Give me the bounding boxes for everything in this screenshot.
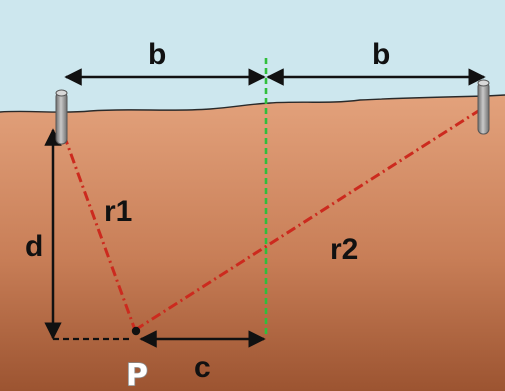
ground-area xyxy=(0,95,505,391)
r2-distance-line xyxy=(134,106,484,332)
d-label: d xyxy=(25,230,43,263)
point-marker-icon xyxy=(131,326,141,336)
ground-surface-line xyxy=(0,94,505,113)
left-electrode-icon xyxy=(55,89,68,145)
c-label: c xyxy=(194,351,211,384)
p-label: P xyxy=(126,358,148,391)
b-right-label: b xyxy=(372,38,390,71)
r1-distance-line xyxy=(62,134,137,331)
r1-label: r1 xyxy=(104,195,132,228)
right-electrode-icon xyxy=(477,79,490,135)
r2-label: r2 xyxy=(330,233,358,266)
b-left-label: b xyxy=(148,38,166,71)
